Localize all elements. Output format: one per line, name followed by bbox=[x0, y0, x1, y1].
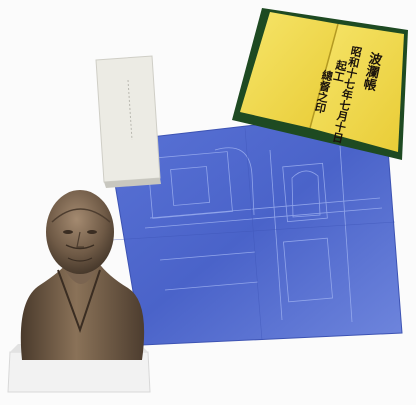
paper-envelope bbox=[95, 55, 161, 188]
blueprint-sheet bbox=[107, 109, 403, 346]
ledger-book: 波瀾帳 昭和十七年七月十日 起工 總督之印 bbox=[232, 8, 408, 160]
bronze-bust bbox=[20, 190, 145, 360]
ledger-inner-column: 起工 bbox=[331, 57, 349, 83]
